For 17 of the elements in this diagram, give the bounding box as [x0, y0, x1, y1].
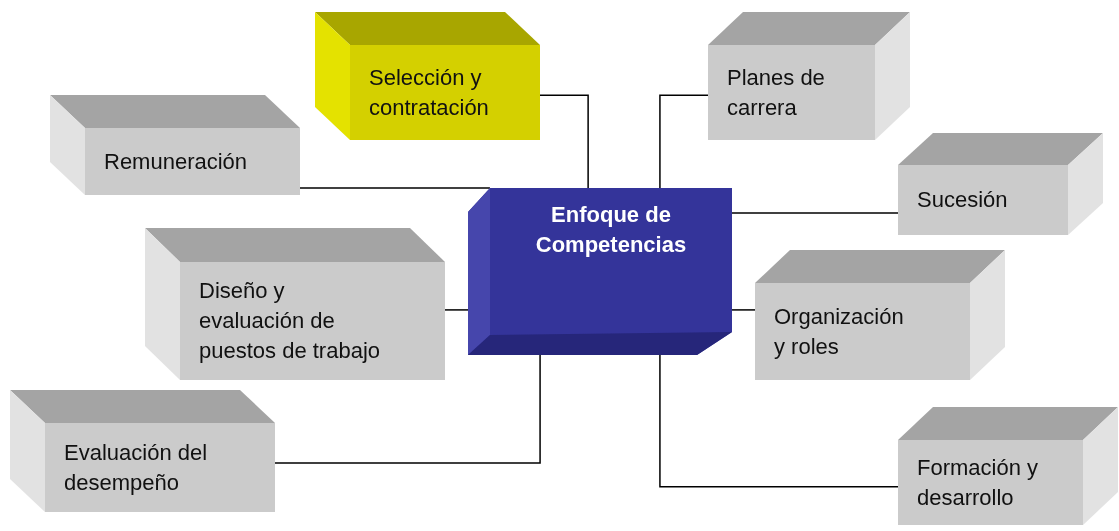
box-label: Organización y roles	[774, 302, 905, 361]
connector-line	[731, 212, 899, 214]
connector-line	[659, 354, 899, 488]
box-label: Enfoque de Competencias	[534, 201, 688, 259]
box-label: Formación y desarrollo	[917, 453, 1040, 512]
connector-line	[274, 354, 541, 464]
connector-line	[299, 187, 491, 189]
box-label: Sucesión	[917, 186, 1009, 214]
box-label: Planes de carrera	[727, 63, 826, 122]
box-label: Evaluación del desempeño	[64, 438, 209, 497]
box-label: Remuneración	[104, 147, 249, 176]
connector-line	[731, 309, 756, 311]
connector-line	[659, 94, 709, 189]
box-label: Selección y contratación	[369, 63, 490, 122]
connector-line	[444, 309, 469, 311]
connector-line	[539, 94, 589, 189]
box-label: Diseño y evaluación de puestos de trabajo	[199, 277, 382, 365]
